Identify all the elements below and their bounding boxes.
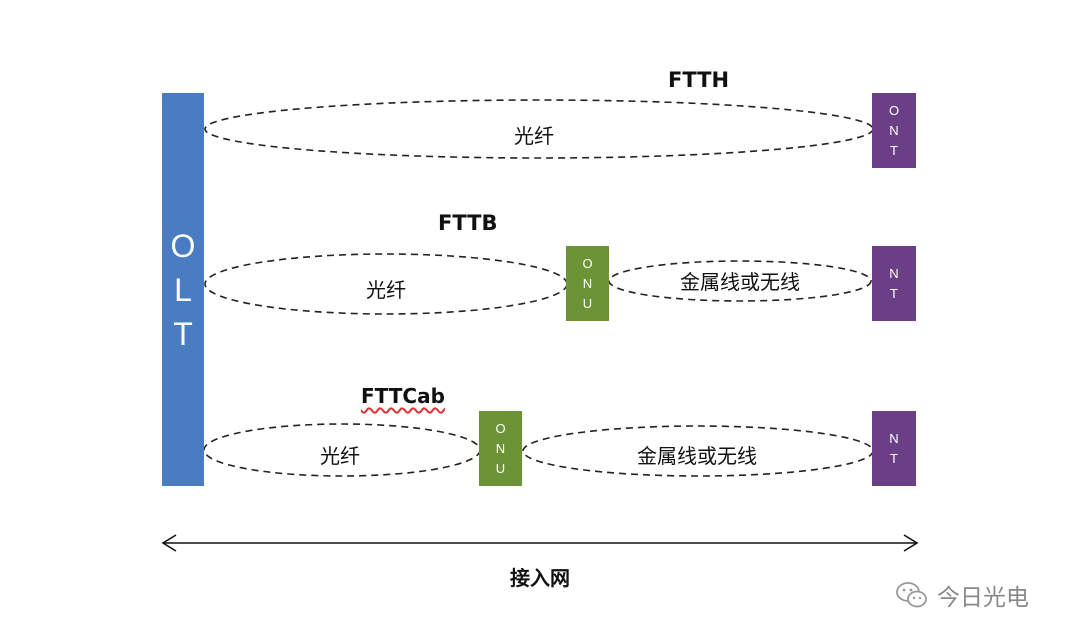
watermark-text: 今日光电: [937, 585, 1029, 611]
nt-letter: N: [889, 430, 899, 446]
access-network-arrow: [161, 534, 919, 552]
onu-letter: N: [495, 440, 506, 456]
fttcab-fiber-label: 光纤: [320, 444, 360, 468]
fttb-fiber-label: 光纤: [366, 278, 406, 302]
nt-letter: T: [890, 450, 898, 466]
ont-letter: T: [890, 142, 898, 158]
olt-node: O L T: [162, 93, 204, 486]
fttcab-nt-node: N T: [872, 411, 916, 486]
onu-letter: N: [582, 275, 593, 291]
ont-letter: N: [889, 122, 899, 138]
fttb-onu-node: O N U: [566, 246, 609, 321]
fttb-metal-label: 金属线或无线: [680, 270, 800, 294]
olt-letter: T: [173, 315, 193, 352]
fttcab-metal-label: 金属线或无线: [637, 444, 757, 468]
wechat-icon: [896, 582, 927, 608]
olt-letter: L: [174, 271, 192, 308]
fttcab-title: FTTCab: [361, 384, 445, 408]
nt-letter: N: [889, 265, 899, 281]
ftth-title: FTTH: [668, 68, 730, 92]
onu-letter: U: [582, 295, 593, 311]
onu-letter: O: [582, 255, 593, 271]
nt-letter: T: [890, 285, 898, 301]
ftth-fiber-label: 光纤: [514, 124, 554, 148]
fttb-nt-node: N T: [872, 246, 916, 321]
access-network-label: 接入网: [510, 566, 570, 590]
onu-letter: O: [495, 420, 506, 436]
fttb-metal-ellipse: [608, 260, 872, 302]
ftth-ont-node: O N T: [872, 93, 916, 168]
fttb-title: FTTB: [438, 211, 498, 235]
fttcab-onu-node: O N U: [479, 411, 522, 486]
ont-letter: O: [888, 102, 900, 118]
onu-letter: U: [495, 460, 506, 476]
olt-letter: O: [170, 227, 196, 264]
watermark: 今日光电: [895, 578, 1029, 612]
